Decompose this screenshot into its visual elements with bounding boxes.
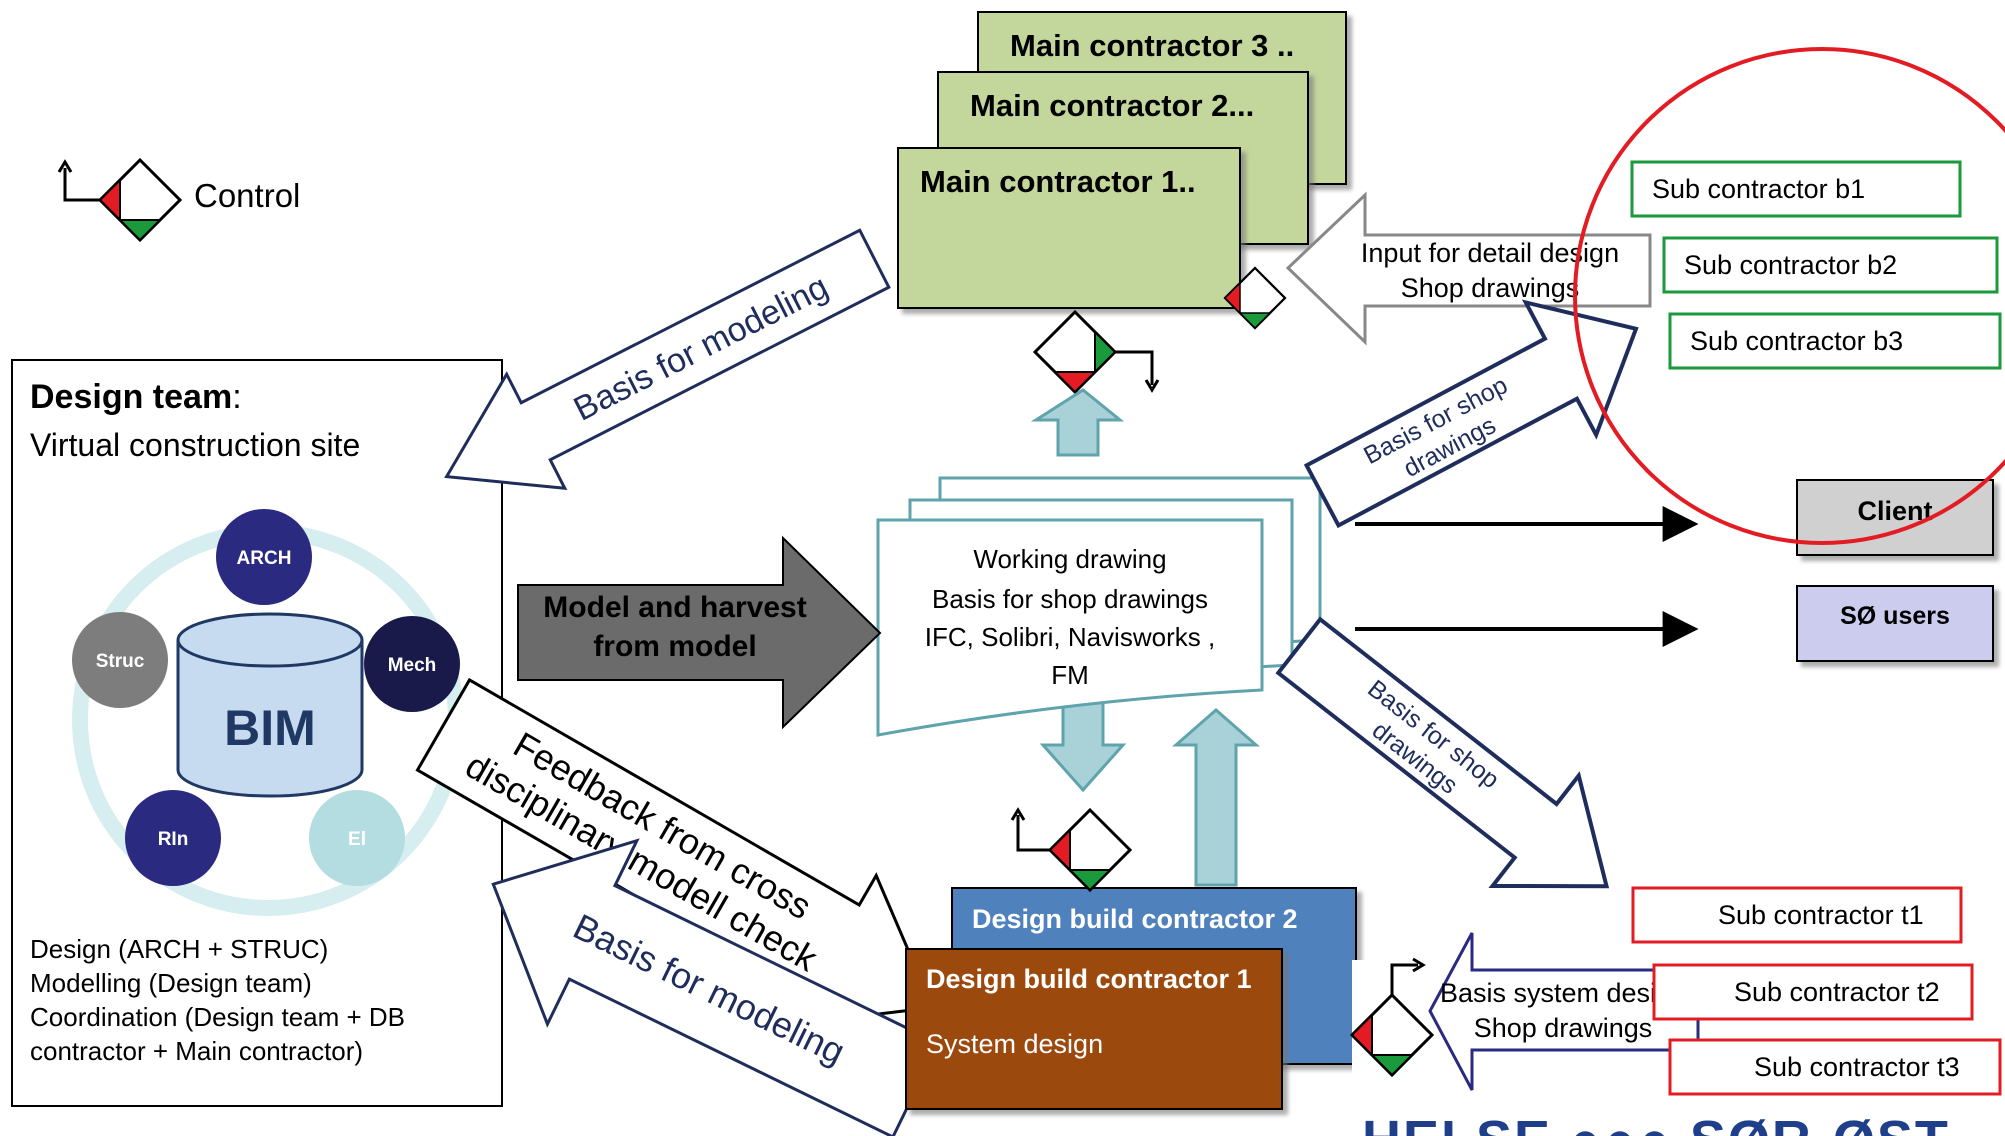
users-label: SØ users	[1840, 602, 1950, 630]
discipline-rin: RIn	[125, 790, 221, 886]
bim-label: BIM	[224, 700, 316, 756]
main-contractor-2: Main contractor 2...	[970, 88, 1254, 123]
discipline-label: RIn	[158, 829, 189, 850]
discipline-el: El	[309, 790, 405, 886]
model-harvest-label: from model	[593, 630, 756, 663]
users-box: SØ users	[1796, 585, 1994, 662]
highlight-circle	[1573, 47, 2005, 545]
downward-arrow	[1039, 698, 1127, 793]
model-harvest-arrow: Model and harvest from model	[517, 535, 882, 730]
design-build-1-label: Design build contractor 1	[926, 964, 1252, 994]
basis-for-modeling-label: Basis for modeling	[568, 268, 834, 429]
design-team-note: Modelling (Design team)	[30, 968, 312, 998]
sub-contractor-t3: Sub contractor t3	[1754, 1052, 1960, 1082]
discipline-mech: Mech	[364, 616, 460, 712]
upward-arrow	[1172, 708, 1260, 887]
working-drawing-stack: Working drawing Basis for shop drawings …	[876, 476, 1322, 737]
sub-contractor-b1: Sub contractor b1	[1652, 174, 1865, 204]
discipline-label: El	[348, 829, 366, 850]
sub-contractor-t1: Sub contractor t1	[1718, 900, 1924, 930]
design-team-note: Coordination (Design team + DB	[30, 1002, 405, 1032]
discipline-label: Struc	[96, 651, 145, 672]
working-drawing-line: FM	[1051, 660, 1089, 690]
main-contractor-1: Main contractor 1..	[920, 164, 1196, 199]
model-harvest-label: Model and harvest	[543, 591, 806, 624]
design-team-colon: :	[232, 378, 241, 416]
design-team-panel: Design team: Virtual construction site B…	[11, 359, 503, 1107]
discipline-label: ARCH	[237, 548, 292, 569]
main-contractor-stack: Main contractor 3 .. Main contractor 2..…	[897, 11, 1347, 309]
svg-text:Design team:: Design team:	[30, 378, 242, 416]
sub-contractor-b3: Sub contractor b3	[1690, 326, 1903, 356]
sub-contractors-t: Sub contractor t1 Sub contractor t2 Sub …	[1631, 886, 2002, 1096]
discipline-arch: ARCH	[216, 509, 312, 605]
design-build-2-label: Design build contractor 2	[972, 904, 1298, 934]
upward-arrow	[1030, 388, 1125, 457]
main-contractor-3: Main contractor 3 ..	[1010, 28, 1294, 63]
control-diamond-icon	[1048, 808, 1132, 892]
legend: Control	[57, 158, 300, 242]
design-team-title: Design team	[30, 378, 232, 416]
basis-system-label: Basis system design	[1440, 978, 1686, 1008]
basis-system-design-arrow: Basis system design Shop drawings	[1428, 932, 1700, 1091]
discipline-label: Mech	[388, 655, 437, 676]
basis-system-label: Shop drawings	[1474, 1013, 1653, 1043]
input-detail-design-arrow: Input for detail design Shop drawings	[1285, 191, 1652, 346]
system-design-label: System design	[926, 1029, 1103, 1059]
design-team-subtitle: Virtual construction site	[30, 427, 360, 463]
working-drawing-line: IFC, Solibri, Navisworks ,	[925, 622, 1215, 652]
design-build-contractor-1: Design build contractor 1 System design	[905, 948, 1283, 1110]
design-team-note: contractor + Main contractor)	[30, 1036, 363, 1066]
sub-contractors-b: Sub contractor b1 Sub contractor b2 Sub …	[1630, 160, 2002, 370]
control-diamond-icon	[57, 158, 182, 242]
working-drawing-line: Basis for shop drawings	[932, 584, 1208, 614]
working-drawing-line: Working drawing	[973, 544, 1166, 574]
design-team-note: Design (ARCH + STRUC)	[30, 934, 328, 964]
legend-label: Control	[194, 177, 300, 214]
helse-sor-ost-logo: HELSE ●●● SØR-ØST	[1362, 1110, 1950, 1136]
control-diamond-icon	[1033, 310, 1117, 394]
input-detail-label: Shop drawings	[1401, 273, 1580, 303]
sub-contractor-b2: Sub contractor b2	[1684, 250, 1897, 280]
discipline-struc: Struc	[72, 612, 168, 708]
bim-database-icon: BIM	[176, 612, 364, 798]
sub-contractor-t2: Sub contractor t2	[1734, 977, 1940, 1007]
